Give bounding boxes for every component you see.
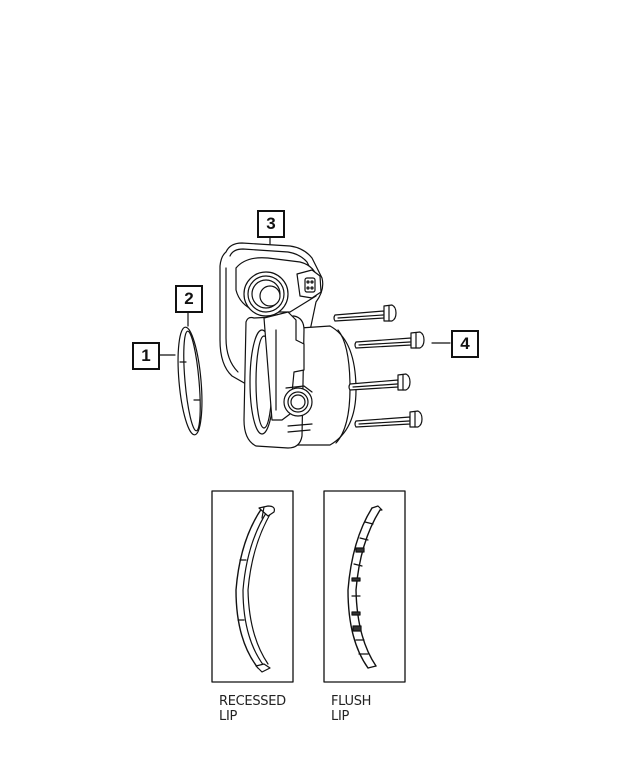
flush-lip-label-line1: FLUSH [331, 694, 372, 709]
callout-3: 3 [257, 210, 285, 238]
recessed-lip-label-line1: RECESSED [219, 694, 286, 709]
recessed-lip-label-line2: LIP [219, 709, 238, 724]
bolt-icon [333, 304, 397, 322]
recessed-lip-label: RECESSED LIP [219, 694, 286, 724]
detail-box-flush [323, 490, 406, 683]
bolt-icon-set [333, 304, 425, 428]
gasket-ring-icon [177, 326, 203, 436]
bolt-icon [348, 373, 411, 391]
bolt-icon [354, 410, 423, 428]
flush-lip-label: FLUSH LIP [331, 694, 371, 724]
recessed-lip-seal-icon [235, 505, 275, 673]
detail-box-recessed [211, 490, 294, 683]
throttle-body-icon [219, 242, 357, 449]
bolt-icon [354, 331, 425, 349]
flush-lip-label-line2: LIP [331, 709, 350, 724]
callout-1: 1 [132, 342, 160, 370]
flush-lip-seal-icon [347, 505, 383, 669]
callout-2: 2 [175, 285, 203, 313]
callout-4: 4 [451, 330, 479, 358]
